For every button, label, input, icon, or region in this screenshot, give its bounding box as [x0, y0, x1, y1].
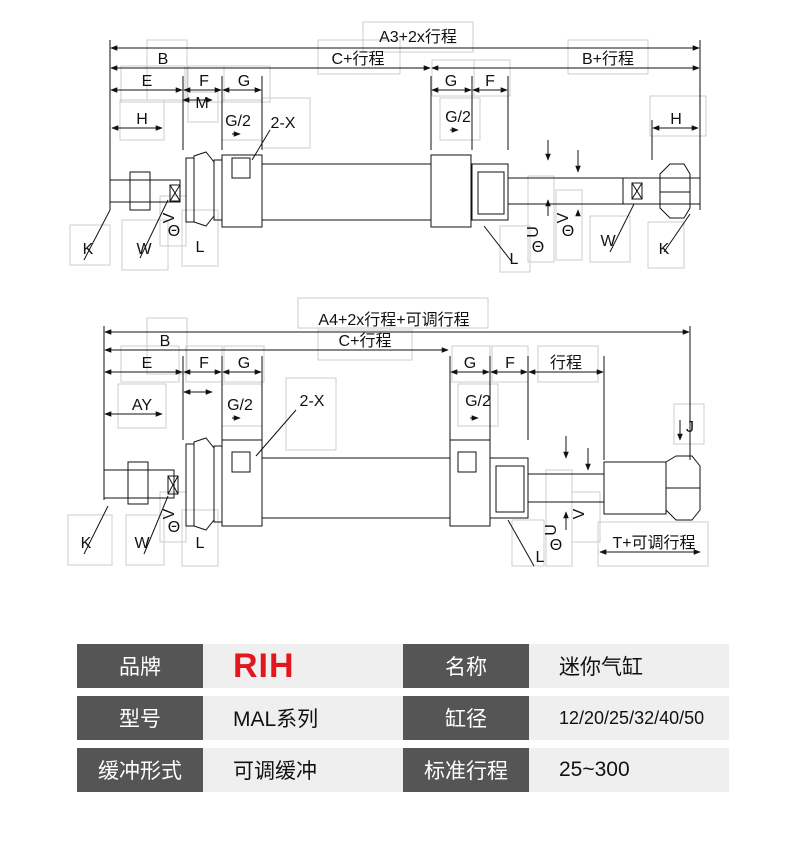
- dim-f-left: F: [199, 355, 209, 372]
- dim-x-ports: 2-X: [300, 393, 325, 410]
- dim-stroke: 行程: [550, 354, 582, 372]
- dim-theta-left: Θ: [168, 519, 180, 536]
- dim-theta-u: Θ: [532, 239, 544, 256]
- spec-value-bore: 12/20/25/32/40/50: [529, 696, 729, 740]
- dim-c-stroke: C+行程: [332, 50, 385, 68]
- dim-theta-v: Θ: [562, 223, 574, 240]
- spec-row-brand: 品牌 RIH 名称 迷你气缸: [77, 644, 729, 688]
- dim-overall: A4+2x行程+可调行程: [318, 311, 469, 329]
- dim-w-right: W: [600, 233, 616, 250]
- dim-l-left: L: [196, 535, 205, 552]
- dim-g-left: G: [238, 355, 250, 372]
- dim-theta-left: Θ: [168, 223, 180, 240]
- dim-f-right: F: [505, 355, 515, 372]
- dim-h-right: H: [670, 111, 682, 128]
- spec-label-cushion: 缓冲形式: [77, 748, 203, 792]
- spec-value-model: MAL系列: [203, 696, 403, 740]
- dim-v-left: V: [161, 508, 178, 519]
- dim-w-left: W: [136, 241, 152, 258]
- dim-e: E: [142, 73, 153, 90]
- dim-b: B: [160, 333, 171, 350]
- dim-u-right: U: [525, 226, 542, 238]
- dim-l-right: L: [510, 251, 519, 268]
- spec-row-cushion: 缓冲形式 可调缓冲 标准行程 25~300: [77, 748, 729, 792]
- dim-x-ports: 2-X: [271, 115, 296, 132]
- dim-g-right: G: [445, 73, 457, 90]
- dim-g2-right: G/2: [465, 393, 491, 410]
- spec-value-cushion: 可调缓冲: [203, 748, 403, 792]
- spec-label-bore: 缸径: [403, 696, 529, 740]
- dim-b-right: B+行程: [582, 50, 634, 68]
- spec-label-model: 型号: [77, 696, 203, 740]
- dim-overall: A3+2x行程: [379, 28, 457, 46]
- spec-value-name: 迷你气缸: [529, 644, 729, 688]
- dim-f-right: F: [485, 73, 495, 90]
- dim-e: E: [142, 355, 153, 372]
- dim-k: K: [81, 535, 92, 552]
- dim-g-right: G: [464, 355, 476, 372]
- dim-k-right: K: [659, 241, 670, 258]
- spec-row-model: 型号 MAL系列 缸径 12/20/25/32/40/50: [77, 696, 729, 740]
- dim-theta-u: Θ: [550, 537, 562, 554]
- dim-f-left: F: [199, 73, 209, 90]
- spec-label-name: 名称: [403, 644, 529, 688]
- dim-k-left: K: [83, 241, 94, 258]
- bottom-diagram-labels: A4+2x行程+可调行程 B C+行程 E F G G F 行程 AY G/2 …: [81, 311, 696, 566]
- bottom-diagram: [67, 297, 709, 567]
- dim-j: J: [686, 419, 694, 436]
- dim-g2-right: G/2: [445, 109, 471, 126]
- spec-label-brand: 品牌: [77, 644, 203, 688]
- top-diagram: [69, 21, 707, 273]
- dim-v-left: V: [161, 212, 178, 223]
- dim-g2-left: G/2: [227, 397, 253, 414]
- dim-h-left: H: [136, 111, 148, 128]
- dim-v-right: V: [555, 212, 572, 223]
- dim-t-adjust: T+可调行程: [612, 534, 695, 552]
- spec-value-brand: RIH: [203, 644, 403, 688]
- top-diagram-labels: A3+2x行程 B C+行程 B+行程 E F G G F M H H G/2 …: [83, 28, 682, 268]
- spec-table: 品牌 RIH 名称 迷你气缸 型号 MAL系列 缸径 12/20/25/32/4…: [77, 644, 729, 800]
- cylinder-technical-drawing: A3+2x行程 B C+行程 B+行程 E F G G F M H H G/2 …: [67, 21, 709, 567]
- dim-c-stroke: C+行程: [339, 332, 392, 350]
- dim-v-right: V: [571, 508, 588, 519]
- spec-value-stroke: 25~300: [529, 748, 729, 792]
- dim-l-right: L: [536, 549, 545, 566]
- spec-label-stroke: 标准行程: [403, 748, 529, 792]
- dim-g2-left: G/2: [225, 113, 251, 130]
- dim-u: U: [543, 524, 560, 536]
- brand-logo: RIH: [233, 646, 295, 685]
- dim-w: W: [134, 535, 150, 552]
- dim-ay: AY: [132, 397, 152, 414]
- dim-l-left: L: [196, 239, 205, 256]
- dim-m: M: [195, 95, 208, 112]
- dim-g-left: G: [238, 73, 250, 90]
- dim-b-left: B: [158, 51, 169, 68]
